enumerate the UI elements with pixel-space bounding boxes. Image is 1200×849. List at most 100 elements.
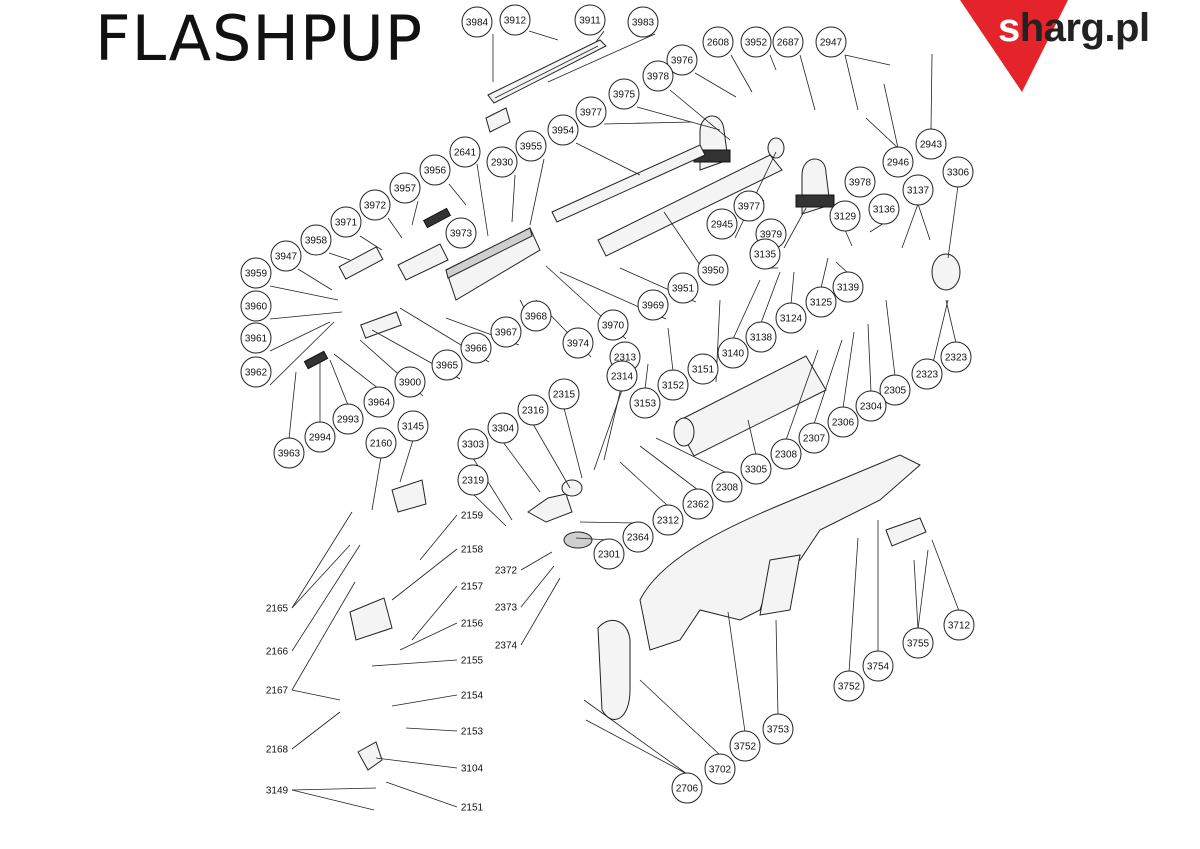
part-number: 3983	[632, 18, 655, 29]
leader-line	[291, 789, 375, 811]
callout-circle	[574, 4, 606, 36]
leader-line	[291, 787, 377, 791]
shroud-cap-drawing	[767, 137, 785, 159]
part-number: 3152	[662, 381, 685, 392]
leader-line	[865, 117, 899, 149]
leader-line	[269, 311, 343, 320]
part-callout: 2315	[548, 378, 580, 410]
part-number: 3970	[602, 321, 625, 332]
leader-line	[820, 257, 829, 289]
callout-circle	[652, 504, 684, 536]
part-callout: 3976	[666, 44, 698, 76]
callout-circle	[575, 96, 607, 128]
bolt-spring-drawing	[422, 207, 452, 229]
leader-line	[730, 54, 753, 93]
callout-circle	[815, 26, 847, 58]
callout-circle	[330, 206, 362, 238]
part-number: 3979	[760, 230, 783, 241]
part-number-label: 2372	[495, 566, 518, 577]
leader-line	[639, 679, 721, 756]
leader-line	[291, 544, 361, 652]
part-callout: 3125	[805, 286, 837, 318]
leader-line	[511, 174, 516, 223]
leader-line	[790, 271, 795, 305]
leader-line	[595, 30, 605, 43]
part-callout: 3974	[562, 327, 594, 359]
callout-circle	[520, 300, 552, 332]
callout-circle	[365, 427, 397, 459]
part-callout: 2946	[882, 146, 914, 178]
stock-drawing	[639, 454, 921, 651]
callout-circle	[943, 609, 975, 641]
part-number: 3752	[734, 742, 757, 753]
logo-letter-s: s	[998, 6, 1020, 50]
part-number: 3702	[709, 765, 732, 776]
leader-line	[575, 142, 641, 176]
leader-line	[619, 461, 669, 507]
sharg-logo: sharg.pl	[958, 0, 1200, 92]
part-callout: 2994	[304, 421, 336, 453]
bolt-handle-drawing	[397, 243, 449, 281]
part-callout: 2160	[365, 427, 397, 459]
part-callout: 3140	[717, 337, 749, 369]
part-callout: 3973	[445, 217, 477, 249]
callout-circle	[622, 521, 654, 553]
part-number-label: 2168	[266, 745, 289, 756]
callout-circle	[449, 136, 481, 168]
callout-circle	[517, 394, 549, 426]
leader-line	[291, 581, 356, 691]
leader-line	[883, 83, 899, 149]
callout-circle	[431, 349, 463, 381]
part-callout: 2319	[457, 464, 489, 496]
part-number: 3961	[245, 334, 268, 345]
part-number: 3975	[613, 90, 636, 101]
leader-line	[291, 711, 341, 750]
part-callout: 3978	[844, 166, 876, 198]
part-callout: 2301	[593, 538, 625, 570]
leader-line	[329, 359, 349, 406]
callout-circle	[548, 378, 580, 410]
callout-circle	[419, 154, 451, 186]
part-number: 3947	[275, 252, 298, 263]
callout-circle	[902, 627, 934, 659]
part-callout: 3306	[942, 156, 974, 188]
leader-line	[769, 54, 777, 71]
part-callout: 2307	[798, 422, 830, 454]
leader-line	[593, 389, 623, 471]
leader-line	[799, 54, 816, 111]
part-callout: 3956	[419, 154, 451, 186]
part-callout: 3972	[359, 189, 391, 221]
callout-circle	[740, 26, 772, 58]
part-callout: 2312	[652, 504, 684, 536]
trigger-blade-drawing	[357, 741, 383, 771]
part-number: 3984	[466, 18, 489, 29]
bolt-drawing	[338, 246, 384, 280]
callout-circle	[833, 670, 865, 702]
leader-line	[269, 285, 339, 301]
part-number: 3968	[525, 312, 548, 323]
callout-circle	[240, 290, 272, 322]
part-callout: 3137	[902, 174, 934, 206]
leader-line	[399, 622, 458, 651]
leader-line	[391, 548, 458, 601]
part-number: 3125	[810, 298, 833, 309]
leader-line	[269, 321, 331, 352]
part-number: 3752	[838, 682, 861, 693]
part-callout: 3153	[629, 387, 661, 419]
callout-circle	[461, 6, 493, 38]
part-callout: 3702	[704, 753, 736, 785]
sear-drawing	[391, 479, 427, 513]
part-number: 2641	[454, 148, 477, 159]
callout-circle	[606, 360, 638, 392]
part-callout: 3135	[749, 238, 781, 270]
part-callout: 2362	[682, 488, 714, 520]
leader-line	[547, 33, 656, 83]
callout-circle	[805, 286, 837, 318]
part-number: 3974	[567, 339, 590, 350]
callout-circle	[515, 130, 547, 162]
part-number: 3960	[245, 302, 268, 313]
leader-line	[783, 207, 807, 249]
callout-circle	[240, 356, 272, 388]
